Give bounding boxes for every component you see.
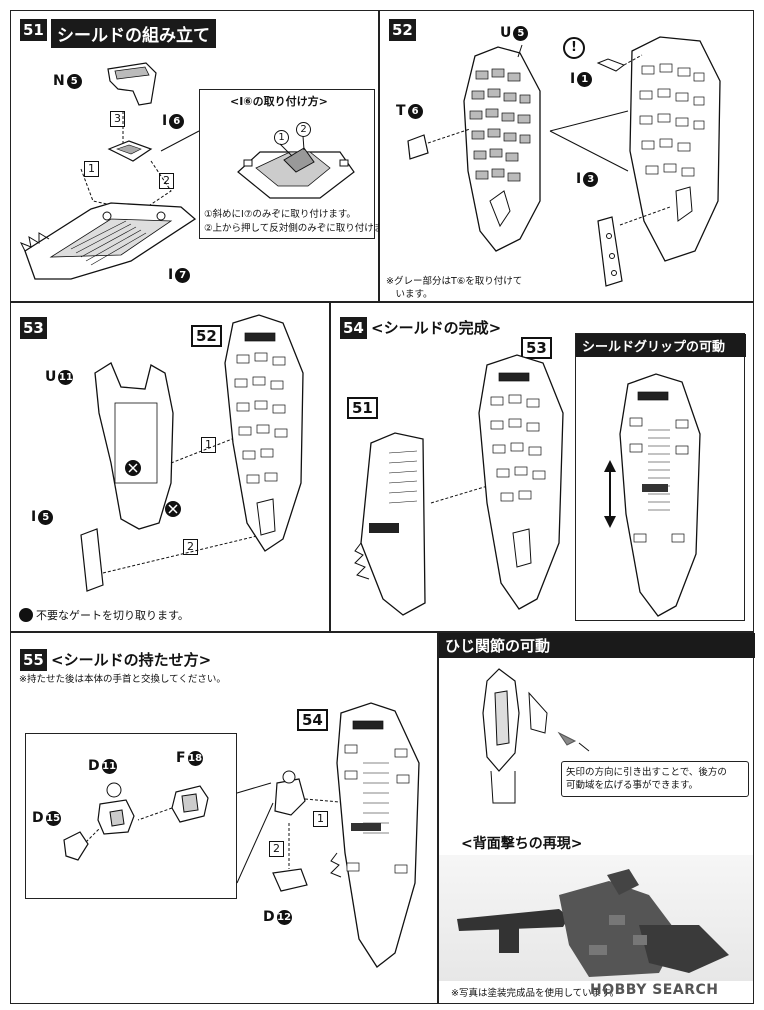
ref-step-52: 52 <box>191 325 222 347</box>
arrow-number: 1 <box>84 161 99 177</box>
step-number: 51 <box>20 19 47 41</box>
elbow-note-box: 矢印の方向に引き出すことで、後方の 可動域を広げる事ができます。 <box>561 761 749 797</box>
step-number: 52 <box>389 19 416 41</box>
step-note: ※持たせた後は本体の手首と交換してください。 <box>19 674 226 685</box>
arrow-number: 1 <box>201 437 216 453</box>
robot-figure-image <box>457 869 729 977</box>
step-54-panel: 54 <シールドの完成> 51 53 シールドグリップの可動 <box>330 302 754 632</box>
step-title: シールドの組み立て <box>51 19 216 48</box>
i6-callout: <I⑥の取り付け方> 1 2 ①斜めにI⑦のみぞに取り付けます。 ②上から押して… <box>199 89 401 239</box>
cut-gate-icon <box>19 608 33 622</box>
ref-step-53: 53 <box>521 337 552 359</box>
warning-icon: ! <box>563 37 585 59</box>
callout-note-1: ①斜めにI⑦のみぞに取り付けます。 <box>204 209 356 220</box>
grip-title: シールドグリップの可動 <box>576 334 746 357</box>
shield-back-drawing <box>80 314 304 592</box>
arrow-number: 3 <box>110 111 125 127</box>
shield-complete-drawing <box>354 354 564 616</box>
arrow-number: 2 <box>183 539 198 555</box>
elbow-joint-drawing <box>482 668 590 804</box>
grip-movement-box: シールドグリップの可動 <box>575 333 746 621</box>
step-title: <シールドの完成> <box>371 319 502 337</box>
gray-part-note: ※グレー部分はT⑥を取り付けて います。 <box>386 276 523 300</box>
elbow-note: 矢印の方向に引き出すことで、後方の 可動域を広げる事ができます。 <box>566 767 727 791</box>
back-shot-photo <box>439 855 753 981</box>
ref-step-51: 51 <box>347 397 378 419</box>
shield-hold-drawing <box>236 702 420 968</box>
callout-circle-1: 1 <box>274 130 289 145</box>
back-shot-title: <背面撃ちの再現> <box>461 836 583 852</box>
callout-note-2: ②上から押して反対側のみぞに取り付けます。 <box>204 223 402 234</box>
hobby-search-watermark: HOBBY SEARCH <box>590 982 719 998</box>
hand-parts-drawing <box>63 782 209 861</box>
step-number: 54 <box>340 317 367 339</box>
gate-note: 不要なゲートを切り取ります。 <box>19 607 189 623</box>
elbow-panel: ひじ関節の可動 矢印の方向に引き出すことで、後方の 可動域を広げる事ができます。… <box>438 632 755 1004</box>
step-number: 55 <box>20 649 47 671</box>
elbow-title: ひじ関節の可動 <box>439 633 755 658</box>
arrow-number: 2 <box>159 173 174 189</box>
step-title: <シールドの持たせ方> <box>51 651 212 669</box>
shield-grip-drawing <box>19 62 200 280</box>
photo-note: ※写真は塗装完成品を使用しています。 <box>451 988 620 999</box>
callout-title: <I⑥の取り付け方> <box>230 95 328 108</box>
arrow-number: 2 <box>269 841 284 857</box>
step-number: 53 <box>20 317 47 339</box>
arrow-number: 1 <box>313 811 328 827</box>
grip-movement-drawing <box>604 373 701 617</box>
shield-body-drawing <box>407 36 721 287</box>
callout-drawing <box>237 135 355 199</box>
ref-step-54: 54 <box>297 709 328 731</box>
